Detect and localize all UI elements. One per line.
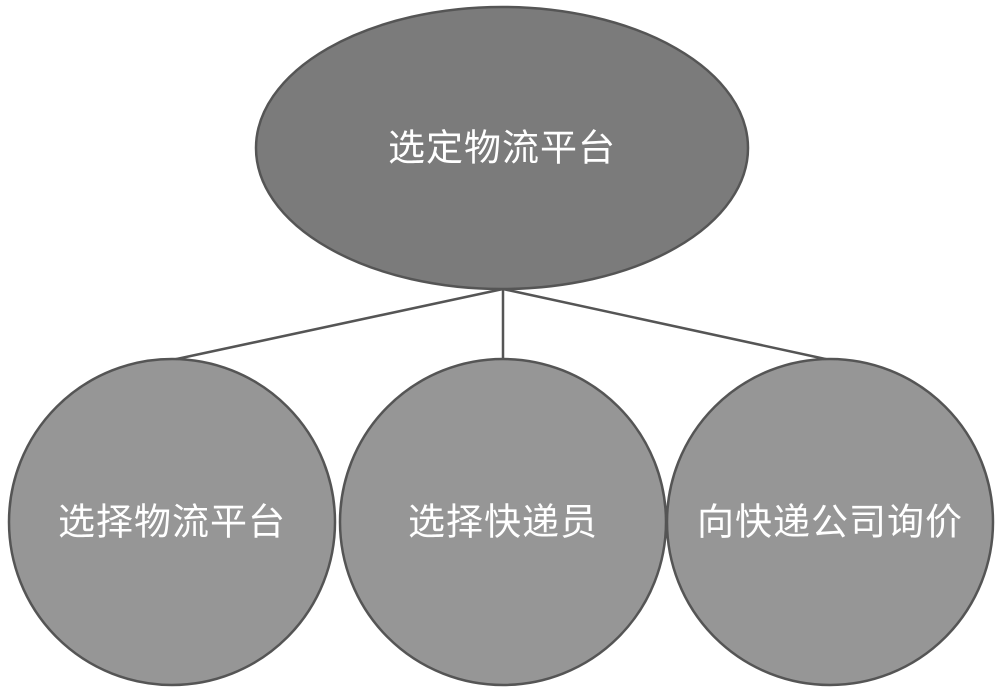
child-node-right-label: 向快递公司询价 bbox=[697, 500, 963, 544]
child-node-left-label: 选择物流平台 bbox=[58, 500, 286, 544]
child-node-left bbox=[7, 357, 337, 687]
root-node-label: 选定物流平台 bbox=[388, 126, 616, 170]
child-node-middle-label: 选择快递员 bbox=[408, 500, 598, 544]
connector-line-right bbox=[502, 287, 831, 362]
root-node bbox=[254, 5, 750, 291]
connector-line-left bbox=[171, 287, 504, 362]
child-node-right bbox=[665, 357, 995, 687]
